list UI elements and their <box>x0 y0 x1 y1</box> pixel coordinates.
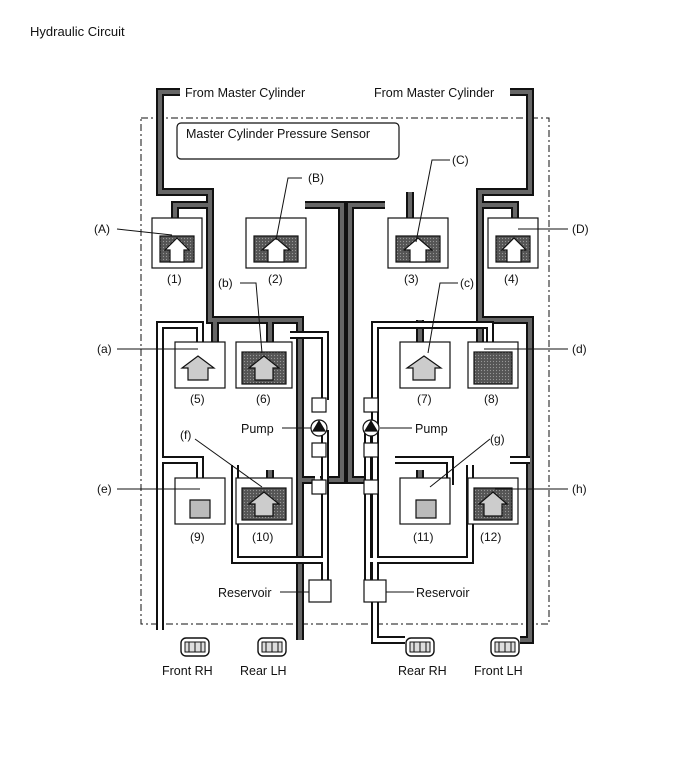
right-reservoir-label: Reservoir <box>416 586 470 600</box>
valve-label-4: (4) <box>504 272 519 286</box>
callout-D: (D) <box>572 222 589 236</box>
front-lh-wheel-cylinder-icon <box>490 637 520 657</box>
callout-a: (a) <box>97 342 112 356</box>
callout-C: (C) <box>452 153 469 167</box>
valve-group <box>151 217 539 525</box>
callout-c: (c) <box>460 276 474 290</box>
valve-label-3: (3) <box>404 272 419 286</box>
front-rh-wheel-cylinder-icon <box>180 637 210 657</box>
left-reservoir-label: Reservoir <box>218 586 272 600</box>
callout-e: (e) <box>97 482 112 496</box>
right-pump-assembly <box>362 397 380 495</box>
callout-A: (A) <box>94 222 110 236</box>
callout-h: (h) <box>572 482 587 496</box>
callout-B: (B) <box>308 171 324 185</box>
valve-label-9: (9) <box>190 530 205 544</box>
callout-f: (f) <box>180 428 191 442</box>
page-title: Hydraulic Circuit <box>30 24 125 39</box>
rear-rh-wheel-cylinder-icon <box>405 637 435 657</box>
valve-label-6: (6) <box>256 392 271 406</box>
right-reservoir-icon <box>363 579 387 603</box>
left-input-label: From Master Cylinder <box>185 86 305 100</box>
left-reservoir-icon <box>308 579 332 603</box>
master-cylinder-pressure-sensor <box>176 122 400 160</box>
rear-lh-wheel-cylinder-icon <box>257 637 287 657</box>
valve-label-8: (8) <box>484 392 499 406</box>
left-pump-label: Pump <box>241 422 274 436</box>
actuator-housing-outline <box>140 117 550 625</box>
valve-label-1: (1) <box>167 272 182 286</box>
right-pump-label: Pump <box>415 422 448 436</box>
valve-label-12: (12) <box>480 530 501 544</box>
rear-lh-label: Rear LH <box>240 664 287 678</box>
valve-number-labels: (1) (2) (3) (4) (5) (6) (7) (8) (9) (10)… <box>167 272 519 544</box>
sensor-label: Master Cylinder Pressure Sensor <box>186 127 370 141</box>
callout-d: (d) <box>572 342 587 356</box>
valve-label-7: (7) <box>417 392 432 406</box>
front-lh-label: Front LH <box>474 664 523 678</box>
callout-b: (b) <box>218 276 233 290</box>
rear-rh-label: Rear RH <box>398 664 447 678</box>
valve-label-5: (5) <box>190 392 205 406</box>
right-input-label: From Master Cylinder <box>374 86 494 100</box>
front-rh-label: Front RH <box>162 664 213 678</box>
callout-g: (g) <box>490 432 505 446</box>
right-circuit-pipes <box>346 88 534 644</box>
callout-labels: (A) (B) (C) (D) (a) (b) (c) (d) (e) (f) … <box>94 153 589 496</box>
valve-label-2: (2) <box>268 272 283 286</box>
valve-label-11: (11) <box>413 530 433 544</box>
left-pump-assembly <box>310 397 328 495</box>
valve-label-10: (10) <box>252 530 273 544</box>
